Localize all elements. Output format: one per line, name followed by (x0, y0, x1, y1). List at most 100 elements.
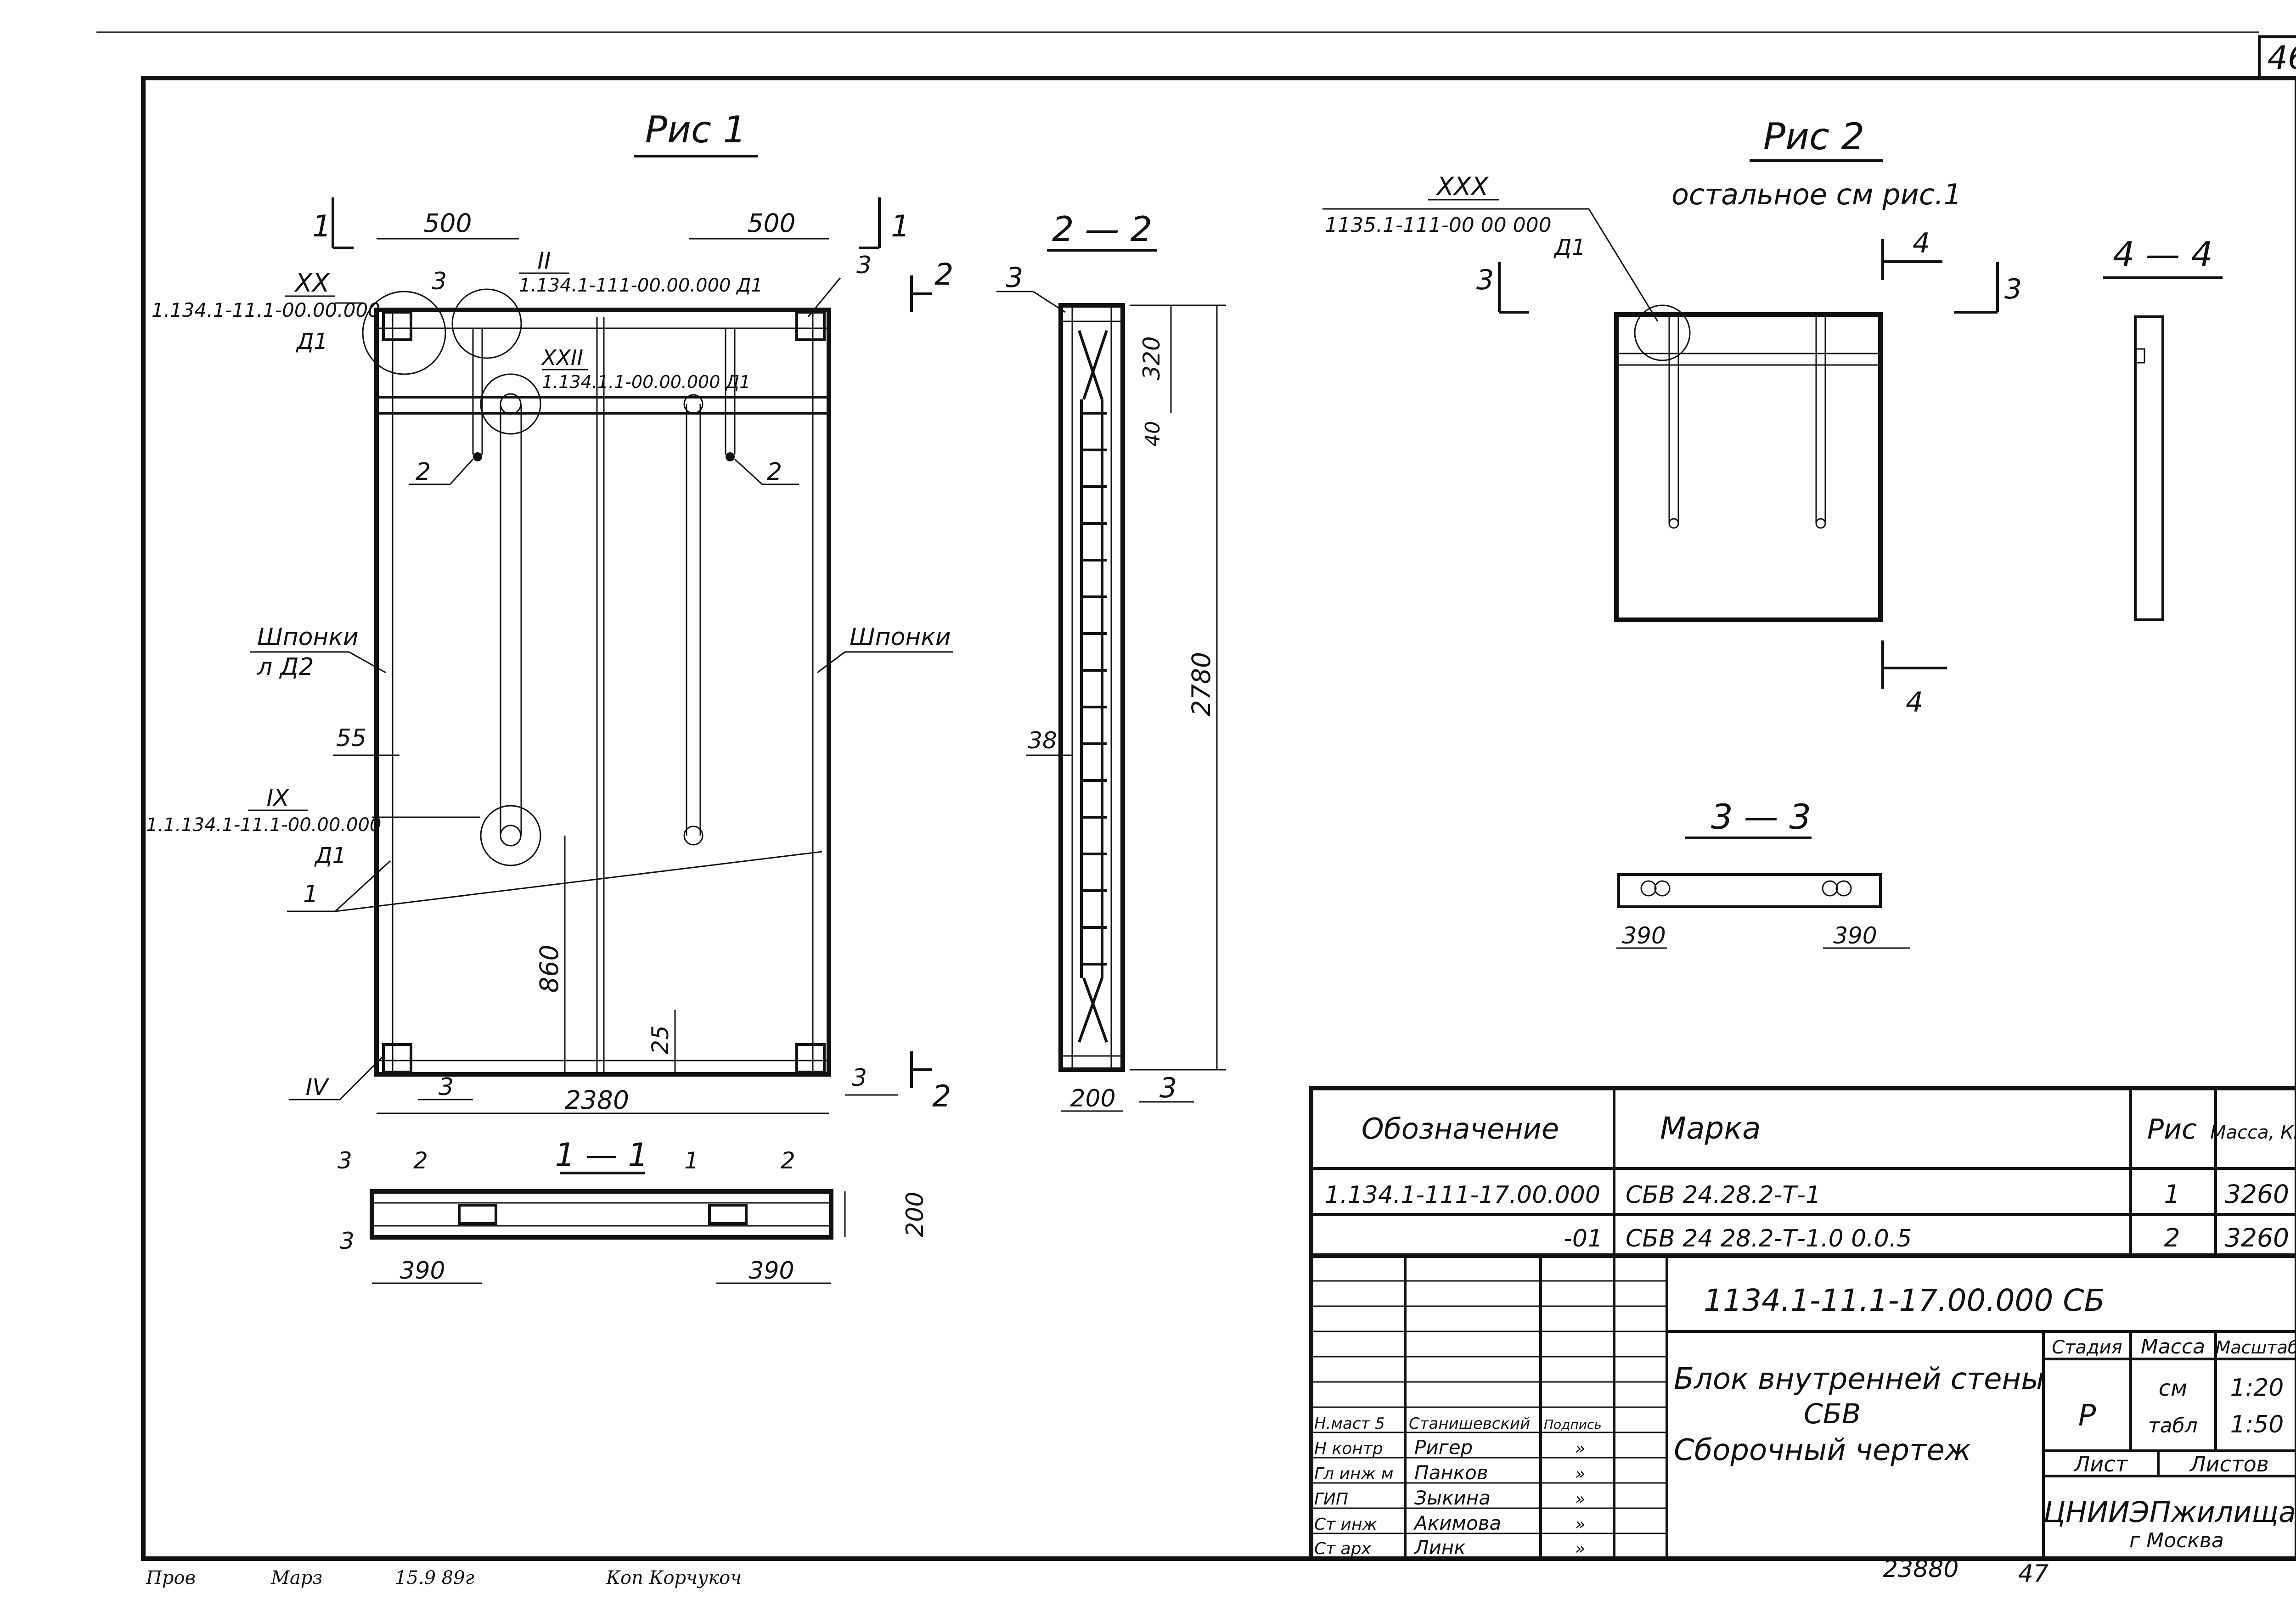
tb-mass-line2: табл (2148, 1414, 2198, 1437)
spec-header-designation: Обозначение (1362, 1112, 1559, 1145)
key-left-ref: л Д2 (257, 653, 314, 681)
tb-sig-role-1: Н контр (1314, 1439, 1383, 1458)
dim-55: 55 (336, 724, 366, 752)
section-2-2-top-brace-b (1082, 330, 1108, 400)
spec-header-mass: Масса, КГ (2210, 1122, 2296, 1143)
figure-2-rod-right-end (1815, 518, 1826, 529)
cut-3-right-label: 3 (2004, 273, 2022, 305)
tb-sig-sign-0: Подпись (1544, 1417, 1602, 1432)
tb-sig-name-4: Акимова (1413, 1512, 1501, 1534)
label-3-top-left: 3 (432, 268, 447, 295)
tb-sig-role-2: Гл инж м (1314, 1465, 1393, 1483)
footer-number: 23880 (1883, 1555, 1958, 1583)
callout-ix: IX (267, 785, 290, 811)
spec-row-1-designation: 1.134.1-111-17.00.000 (1325, 1181, 1600, 1209)
section-1-1-outline (370, 1189, 833, 1240)
tb-sig-sign-4: » (1575, 1515, 1585, 1534)
tb-sig-name-3: Зыкина (1414, 1487, 1491, 1509)
tb-sheet-label: Лист (2073, 1452, 2128, 1476)
footer-page: 47 (2018, 1560, 2048, 1588)
callout-iv-leader (339, 1055, 384, 1100)
section-3-3-title: 3 — 3 (1711, 797, 1811, 837)
figure-1-title: Рис 1 (645, 108, 747, 151)
figure-2-panel (1614, 312, 1883, 622)
key-left-leader (349, 651, 386, 674)
tb-name-line3: Сборочный чертеж (1674, 1433, 1971, 1467)
spec-row-1-mark: СБВ 24.28.2-Т-1 (1626, 1181, 1821, 1209)
detail-circle-ix (480, 805, 541, 866)
cut-1-left-label: 1 (312, 209, 331, 244)
dim-25: 25 (647, 1025, 674, 1055)
spec-header-fig: Рис (2147, 1113, 2197, 1145)
callout-ii-ref: 1.134.1-111-00.00.000 Д1 (519, 275, 763, 296)
spec-row-1-mass: 3260 (2225, 1179, 2289, 1209)
callout-ii: II (537, 247, 551, 274)
spec-row-2-fig: 2 (2164, 1223, 2180, 1252)
tb-sig-role-0: Н.маст 5 (1314, 1415, 1385, 1433)
corner-detail-bl (382, 1043, 412, 1073)
figure-2-callout-leader (1588, 208, 1659, 322)
section-3-3-hole-3 (1822, 880, 1838, 897)
dim-40: 40 (1141, 421, 1165, 447)
section-1-1-label-2b: 2 (781, 1147, 795, 1174)
tb-scale-2: 1:50 (2230, 1411, 2284, 1438)
section-1-1-insert-left (458, 1204, 497, 1225)
spec-row-2-designation: -01 (1564, 1225, 1603, 1252)
tb-sig-name-2: Панков (1414, 1461, 1488, 1484)
section-2-2-outline (1058, 303, 1125, 1072)
tb-sig-sign-1: » (1575, 1439, 1585, 1458)
label-3-bottom-right: 3 (852, 1064, 867, 1092)
section-2-2-label-3-top: 3 (1006, 262, 1023, 294)
detail-circle-ii (451, 288, 522, 359)
dim-2780: 2780 (1187, 652, 1216, 716)
figure-1: Рис 1 (146, 108, 953, 1285)
tb-stage: Р (2078, 1399, 2096, 1433)
section-2-2-stirrups (1081, 412, 1107, 966)
sheet-footer: Пров Марз 15.9 89г Коп Корчукоч 23880 47 (146, 1555, 2048, 1589)
key-right-leader (817, 651, 845, 674)
spec-table: Обозначение Марка Рис Масса, КГ 1.134.1-… (1309, 1086, 2296, 1258)
label-3-bottom-left: 3 (439, 1073, 454, 1101)
section-4-4-profile (2134, 315, 2164, 621)
corner-detail-tr (795, 311, 826, 341)
footer-label: Пров (146, 1567, 196, 1589)
tb-scale-header: Масштаб (2216, 1337, 2296, 1358)
section-1-1-label-3: 3 (338, 1147, 352, 1174)
callout-ix-ref: 1.1.134.1-11.1-00.00.000 (146, 814, 381, 836)
tb-sig-name-1: Ригер (1414, 1436, 1473, 1459)
section-3-3-hole-2 (1654, 880, 1671, 897)
spec-row-2-mass: 3260 (2225, 1223, 2289, 1252)
section-2-2-bottom-brace-b (1082, 977, 1108, 1043)
figure-2-callout-ref: 1135.1-111-00 00 000 (1325, 213, 1552, 237)
tb-signatures: Н.маст 5 Станишевский Подпись Н контр Ри… (1314, 1415, 1602, 1559)
figure-2-note: остальное см рис.1 (1671, 178, 1962, 211)
section-1-1-title: 1 — 1 (555, 1136, 648, 1174)
sleeve-bottom-left (500, 825, 522, 847)
tb-sig-sign-3: » (1575, 1490, 1585, 1509)
section-1-1-label-3b: 3 (340, 1228, 355, 1254)
leader-1-b (334, 860, 391, 912)
dim-390-right: 390 (748, 1257, 794, 1285)
spec-header-mark: Марка (1660, 1111, 1761, 1146)
detail-circle-xx (362, 291, 446, 375)
sleeve-bottom-right (683, 825, 703, 846)
callout-xx: XX (293, 268, 330, 298)
tb-mass-line1: см (2159, 1375, 2188, 1401)
callout-xx-ref: 1.134.1-11.1-00.00.000 (152, 299, 380, 321)
callout-iv: IV (306, 1074, 330, 1100)
dim-top-left: 500 (424, 208, 472, 238)
tb-sig-role-5: Ст арх (1314, 1539, 1371, 1558)
label-2-right: 2 (767, 458, 782, 486)
tb-sig-sign-5: » (1575, 1539, 1585, 1558)
figure-2-callout-d: Д1 (1553, 235, 1586, 260)
section-2-2-leader-3-top (1033, 291, 1066, 313)
tb-mass-header: Масса (2141, 1335, 2205, 1359)
dim-section-depth: 200 (901, 1191, 929, 1237)
figure-2-callout: XXX (1435, 172, 1489, 201)
page-number: 46 (2267, 39, 2296, 77)
section-4-4-notch (2134, 348, 2145, 364)
cut-2-top-label: 2 (934, 258, 953, 292)
panel-outline (374, 308, 831, 1077)
corner-detail-tl (382, 311, 412, 341)
